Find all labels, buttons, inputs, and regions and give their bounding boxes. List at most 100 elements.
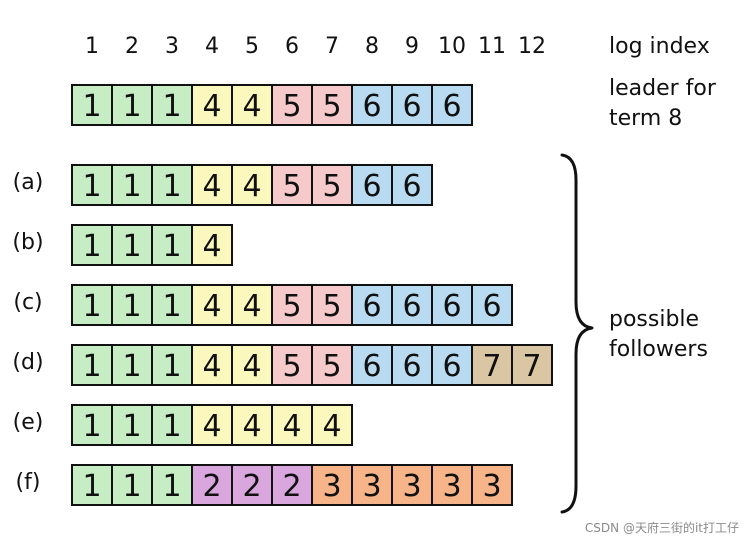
log-entry-cell — [391, 84, 433, 126]
log-entry-term: 4 — [202, 349, 221, 384]
log-entry-term: 5 — [282, 169, 301, 204]
log-entry-cell — [71, 224, 113, 266]
log-entry-cell — [311, 344, 353, 386]
log-entry-term: 4 — [202, 289, 221, 324]
log-entry-cell — [111, 404, 153, 446]
log-entry-term: 3 — [402, 469, 421, 504]
log-entry-term: 5 — [322, 169, 341, 204]
log-entry-cell — [111, 464, 153, 506]
log-entry-cell — [71, 284, 113, 326]
log-entry-cell — [191, 84, 233, 126]
log-entry-cell — [271, 164, 313, 206]
log-entry-term: 1 — [122, 469, 141, 504]
log-entry-cell — [511, 344, 553, 386]
log-entry-term: 4 — [242, 169, 261, 204]
log-entry-cell — [191, 344, 233, 386]
log-entry-term: 3 — [442, 469, 461, 504]
log-entry-cell — [311, 464, 353, 506]
log-index-number: 7 — [325, 34, 339, 59]
log-index-number: 3 — [165, 34, 179, 59]
log-entry-term: 1 — [122, 229, 141, 264]
log-entry-term: 5 — [322, 349, 341, 384]
log-entry-cell — [271, 84, 313, 126]
log-entry-term: 4 — [202, 229, 221, 264]
log-entry-term: 6 — [402, 169, 421, 204]
log-entry-term: 1 — [162, 289, 181, 324]
log-entry-term: 1 — [122, 289, 141, 324]
log-entry-term: 1 — [162, 229, 181, 264]
log-entry-term: 1 — [162, 409, 181, 444]
log-entry-term: 4 — [202, 89, 221, 124]
log-entry-term: 3 — [362, 469, 381, 504]
log-entry-cell — [191, 224, 233, 266]
log-entry-term: 5 — [322, 289, 341, 324]
log-entry-cell — [71, 344, 113, 386]
followers-label-line1: possible — [609, 307, 700, 332]
log-entry-cell — [151, 344, 193, 386]
log-entry-cell — [71, 164, 113, 206]
log-entry-cell — [391, 164, 433, 206]
log-entry-term: 6 — [442, 289, 461, 324]
log-entry-term: 6 — [442, 89, 461, 124]
leader-label-line1: leader for — [609, 76, 716, 101]
log-entry-term: 2 — [242, 469, 261, 504]
log-index-number: 2 — [125, 34, 139, 59]
followers-curly-brace — [560, 153, 594, 514]
log-entry-cell — [151, 284, 193, 326]
log-index-number: 5 — [245, 34, 259, 59]
log-entry-cell — [471, 284, 513, 326]
log-entry-cell — [431, 284, 473, 326]
log-entry-term: 1 — [82, 169, 101, 204]
follower-row-label-e: (e) — [12, 410, 44, 435]
log-entry-term: 6 — [362, 169, 381, 204]
log-entry-term: 1 — [82, 409, 101, 444]
log-index-number: 10 — [438, 34, 466, 59]
log-entry-term: 1 — [122, 409, 141, 444]
log-entry-cell — [351, 344, 393, 386]
log-index-number: 8 — [365, 34, 379, 59]
log-entry-term: 1 — [82, 289, 101, 324]
log-entry-term: 6 — [362, 289, 381, 324]
log-entry-term: 1 — [82, 469, 101, 504]
follower-row-label-a: (a) — [12, 170, 44, 195]
log-index-number: 9 — [405, 34, 419, 59]
log-entry-term: 2 — [202, 469, 221, 504]
log-entry-term: 2 — [282, 469, 301, 504]
leader-label-line2: term 8 — [609, 106, 683, 131]
log-index-number: 11 — [478, 34, 506, 59]
log-entry-term: 4 — [322, 409, 341, 444]
follower-row-label-c: (c) — [13, 290, 43, 315]
log-entry-cell — [311, 164, 353, 206]
log-entry-cell — [191, 164, 233, 206]
follower-row-label-f: (f) — [15, 470, 41, 495]
log-entry-term: 1 — [162, 89, 181, 124]
log-entry-term: 1 — [122, 169, 141, 204]
log-index-label: log index — [609, 34, 710, 59]
log-entry-term: 1 — [122, 89, 141, 124]
log-entry-cell — [191, 464, 233, 506]
log-entry-cell — [151, 84, 193, 126]
log-entry-term: 6 — [402, 349, 421, 384]
log-entry-term: 6 — [442, 349, 461, 384]
log-entry-cell — [351, 164, 393, 206]
log-entry-cell — [391, 344, 433, 386]
log-entry-term: 7 — [522, 349, 541, 384]
follower-row-label-d: (d) — [12, 350, 44, 375]
followers-label-line2: followers — [609, 337, 708, 362]
log-entry-cell — [231, 404, 273, 446]
log-entry-term: 5 — [282, 89, 301, 124]
log-entry-term: 6 — [362, 349, 381, 384]
log-entry-term: 6 — [402, 89, 421, 124]
csdn-watermark: CSDN @天府三街的it打工仔 — [584, 521, 739, 535]
log-entry-term: 1 — [82, 349, 101, 384]
log-index-number: 6 — [285, 34, 299, 59]
log-entry-cell — [311, 404, 353, 446]
log-entry-cell — [471, 464, 513, 506]
log-entry-term: 6 — [402, 289, 421, 324]
